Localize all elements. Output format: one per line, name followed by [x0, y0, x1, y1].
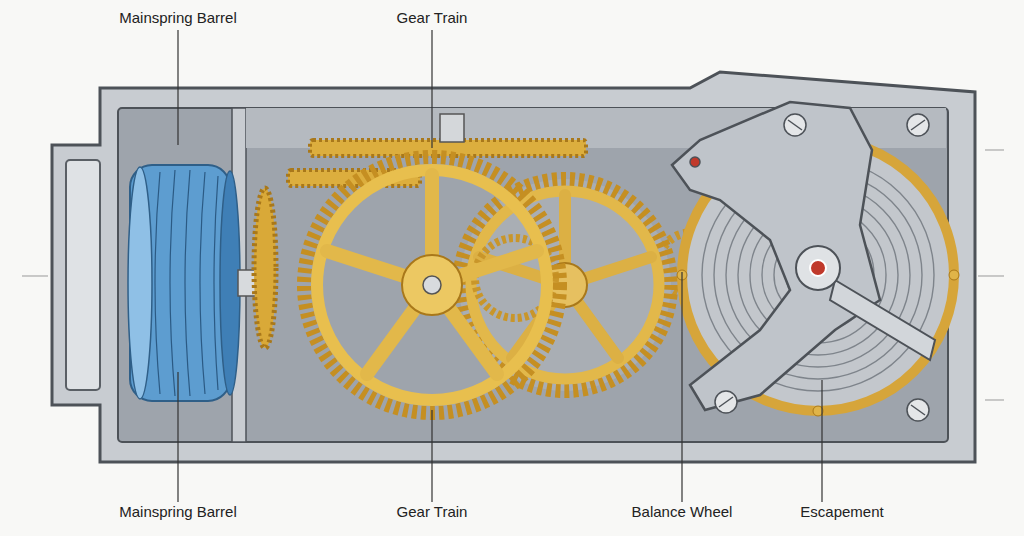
screws: [690, 114, 929, 421]
gear-hub: [402, 255, 462, 315]
screw-slot: [719, 397, 733, 407]
leader-line: [177, 30, 178, 145]
balance-assembly: [672, 102, 959, 421]
movement-case: [52, 72, 975, 462]
part-label: Mainspring Barrel: [116, 502, 240, 522]
mainspring-barrel: [128, 165, 240, 401]
center-wheel: [304, 157, 560, 413]
leader-line: [681, 272, 682, 502]
screw-slots: [719, 120, 925, 415]
gear-arbor: [423, 276, 441, 294]
leader-line: [177, 372, 178, 502]
gear-teeth: [304, 157, 560, 413]
part-label: Balance Wheel: [629, 502, 736, 522]
jewel: [690, 157, 700, 167]
spring-coil: [170, 170, 175, 396]
screw-slot: [788, 120, 802, 130]
tick-mark: [22, 276, 48, 277]
screw: [784, 114, 806, 136]
leader-lines: [178, 30, 822, 502]
screw: [907, 114, 929, 136]
jewel: [810, 260, 826, 276]
screw-slot: [911, 120, 925, 130]
spring-coil: [200, 172, 205, 394]
tick-mark: [978, 276, 1004, 277]
leader-line: [821, 380, 822, 502]
spring-coil: [185, 170, 190, 396]
spring-coils: [155, 170, 218, 396]
rim-screw: [949, 270, 959, 280]
part-label: Escapement: [797, 502, 886, 522]
tick-mark: [985, 400, 1004, 401]
balance-bridge: [672, 102, 880, 410]
upper-arbor: [440, 114, 464, 142]
spring-coil: [214, 176, 218, 390]
leader-line: [431, 30, 432, 148]
barrel-gear: [254, 188, 276, 348]
screw-slot: [911, 405, 925, 415]
case-cap: [66, 160, 100, 390]
gear-spokes: [327, 175, 537, 374]
barrel-face: [128, 167, 152, 399]
balance-staff: [796, 246, 840, 290]
regulator-arm: [830, 280, 935, 360]
part-label: Gear Train: [394, 502, 471, 522]
leader-line: [431, 410, 432, 502]
screw: [715, 391, 737, 413]
gear-rim: [317, 170, 547, 400]
tick-mark: [985, 150, 1004, 151]
screw: [907, 399, 929, 421]
barrel-rim: [220, 171, 240, 395]
spring-coil: [155, 172, 160, 394]
part-label: Mainspring Barrel: [116, 8, 240, 28]
part-label: Gear Train: [394, 8, 471, 28]
